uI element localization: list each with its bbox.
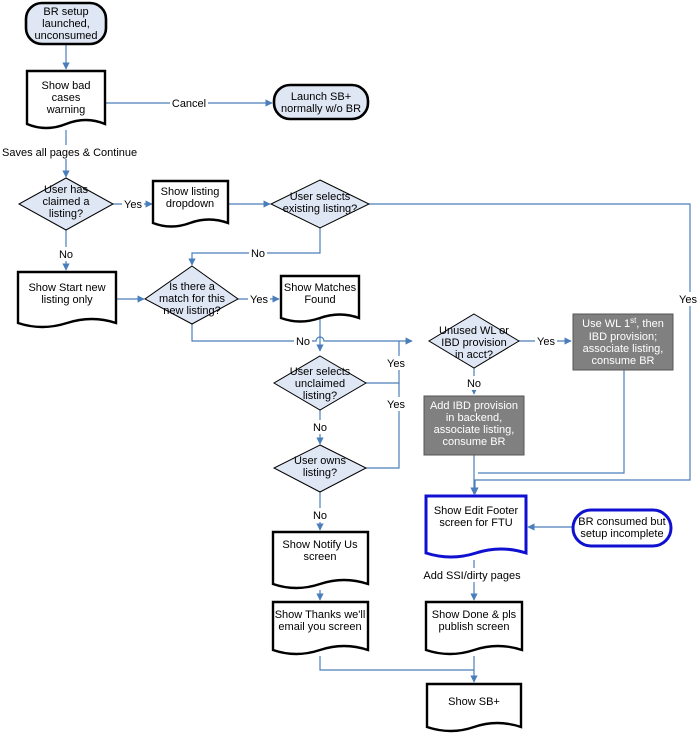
edge-label-match-no: No <box>296 336 310 348</box>
edge-label-claimed-no: No <box>59 249 73 261</box>
edge-label-add-ssi: Add SSI/dirty pages <box>423 570 521 582</box>
svg-text:IBD provision;associate listin: IBD provision;associate listing,consume … <box>583 331 664 367</box>
edge-owns-yes <box>366 383 400 469</box>
edge-label-existing-yes: Yes <box>679 294 697 306</box>
edge-label-saves-continue: Saves all pages & Continue <box>2 147 137 159</box>
edge-usewl-down <box>478 370 625 474</box>
node-launch-sb-normally: Launch SB+normally w/o BR <box>272 83 370 121</box>
edge-labels: Cancel Saves all pages & Continue Yes No… <box>0 96 698 582</box>
edge-label-cancel: Cancel <box>172 98 206 110</box>
edge-label-unused-no: No <box>467 378 481 390</box>
edge-label-owns-yes: Yes <box>387 399 405 411</box>
edge-label-match-yes: Yes <box>250 294 268 306</box>
edge-label-unused-yes: Yes <box>537 336 555 348</box>
connectors <box>62 44 691 683</box>
edge-thanks-to-sb <box>319 656 474 671</box>
node-use-wl-first: Use WL 1st, then IBD provision;associate… <box>572 313 674 371</box>
edge-label-unclaimed-no: No <box>313 422 327 434</box>
svg-text:Launch SB+normally w/o BR: Launch SB+normally w/o BR <box>281 91 361 115</box>
edge-existing-yes <box>369 203 691 495</box>
node-show-sb-plus: Show SB+ <box>425 682 523 733</box>
edge-label-owns-no: No <box>313 510 327 522</box>
svg-text:Show SB+: Show SB+ <box>448 696 500 708</box>
svg-text:Use WL 1st, then: Use WL 1st, then <box>582 316 664 330</box>
edge-label-existing-no: No <box>251 248 265 260</box>
edge-label-unclaimed-yes: Yes <box>387 358 405 370</box>
edge-label-claimed-yes: Yes <box>124 199 142 211</box>
edge-match-no <box>191 324 413 345</box>
